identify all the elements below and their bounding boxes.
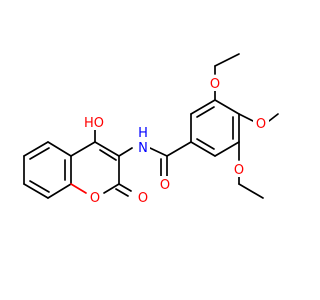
bond bbox=[190, 99, 216, 115]
methyl-bond bbox=[214, 53, 240, 67]
label-bg bbox=[79, 114, 109, 130]
trimethoxyphenyl-ring bbox=[190, 99, 240, 157]
label-bg bbox=[207, 75, 223, 91]
lactone-carbonyl-oxygen-label: O bbox=[138, 191, 148, 206]
coumarin-benzene-ring bbox=[23, 141, 72, 199]
ring-oxygen-label: O bbox=[90, 191, 100, 206]
bond bbox=[47, 183, 72, 199]
amide-linker bbox=[149, 141, 192, 177]
amide-hydrogen-label: H bbox=[138, 126, 148, 141]
methyl-bond bbox=[238, 183, 264, 199]
bond-to-ring-oxygen bbox=[70, 183, 87, 194]
label-bg bbox=[157, 176, 173, 192]
bond bbox=[103, 183, 120, 194]
label-bg bbox=[253, 115, 269, 131]
bond bbox=[214, 99, 240, 115]
double-bond-inner bbox=[196, 138, 215, 150]
label-bg bbox=[135, 126, 151, 140]
bond bbox=[115, 188, 129, 197]
bond bbox=[118, 183, 132, 192]
amide-carbonyl-oxygen-label: O bbox=[160, 178, 170, 193]
label-bg bbox=[136, 140, 150, 154]
double-bond-inner bbox=[99, 149, 117, 161]
methoxy-groups bbox=[214, 53, 279, 199]
bond bbox=[23, 183, 49, 199]
bond bbox=[238, 113, 254, 122]
bond bbox=[149, 147, 168, 157]
methoxy-bottom-oxygen-label: O bbox=[234, 163, 244, 178]
double-bond-inner bbox=[29, 180, 50, 193]
methoxy-top-oxygen-label: O bbox=[210, 77, 220, 92]
bond bbox=[190, 141, 216, 157]
bond bbox=[94, 141, 120, 157]
label-bg bbox=[135, 189, 151, 205]
bond bbox=[47, 141, 72, 157]
atom-labels: HO O O N H O O O O bbox=[79, 75, 269, 206]
methyl-bond bbox=[268, 113, 279, 122]
hydroxyl-label: HO bbox=[84, 116, 104, 131]
bond bbox=[214, 141, 240, 157]
pyranone-ring bbox=[70, 127, 133, 197]
methoxy-middle-oxygen-label: O bbox=[256, 117, 266, 132]
bond bbox=[23, 141, 49, 157]
bond bbox=[70, 141, 96, 157]
bond bbox=[118, 147, 133, 157]
molecule-structure-diagram: HO O O N H O O O O bbox=[23, 53, 279, 206]
double-bond-inner bbox=[196, 106, 215, 118]
bond bbox=[166, 141, 192, 157]
amide-nitrogen-label: N bbox=[138, 141, 148, 156]
label-bg bbox=[87, 189, 103, 205]
label-bg bbox=[231, 161, 247, 177]
double-bond-inner bbox=[29, 147, 50, 160]
